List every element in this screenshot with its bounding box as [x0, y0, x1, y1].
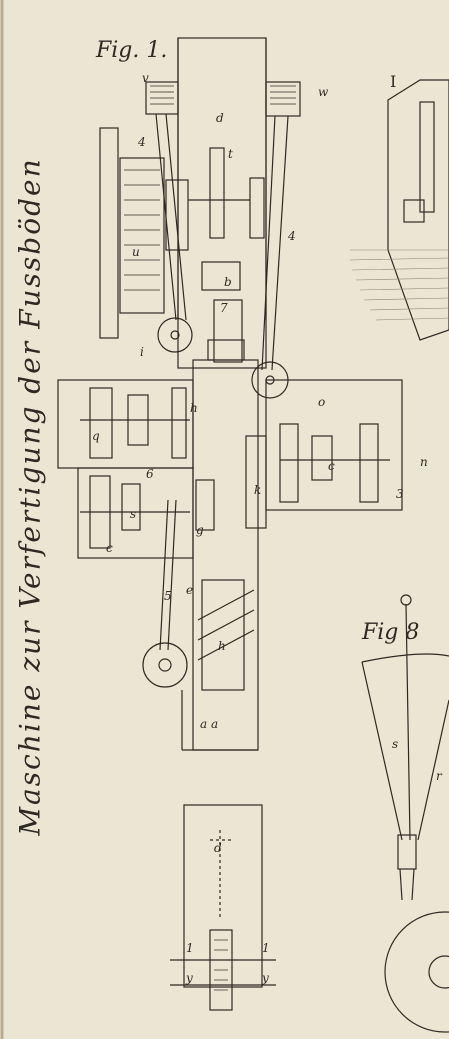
svg-text:k: k [254, 483, 261, 497]
svg-text:s: s [392, 737, 398, 751]
svg-text:w: w [318, 85, 329, 99]
svg-text:6: 6 [146, 467, 154, 481]
svg-text:i: i [140, 345, 144, 359]
svg-text:5: 5 [164, 589, 172, 603]
svg-text:u: u [132, 245, 140, 259]
svg-text:3: 3 [396, 487, 404, 501]
svg-text:c: c [328, 459, 335, 473]
svg-text:c: c [106, 541, 113, 555]
svg-text:7: 7 [220, 301, 228, 315]
svg-text:a a: a a [200, 717, 218, 731]
svg-text:b: b [224, 275, 232, 289]
svg-text:1: 1 [262, 941, 270, 955]
svg-text:d: d [216, 111, 224, 125]
frame-s [77, 467, 194, 559]
bottom-board [183, 804, 263, 988]
svg-text:h: h [218, 639, 226, 653]
svg-text:h: h [190, 401, 198, 415]
figure-i-label: I [390, 72, 397, 91]
svg-text:o: o [318, 395, 325, 409]
svg-text:y: y [185, 971, 193, 985]
svg-text:v: v [142, 71, 149, 85]
svg-text:n: n [420, 455, 428, 469]
svg-text:e: e [186, 583, 193, 597]
figure-1-label: Fig. 1. [96, 38, 168, 63]
svg-text:d: d [214, 841, 222, 855]
svg-text:t: t [228, 147, 233, 161]
shaft-t [209, 147, 225, 239]
svg-text:y: y [261, 971, 269, 985]
svg-text:4: 4 [137, 135, 146, 149]
svg-text:4: 4 [287, 229, 296, 243]
svg-text:r: r [436, 769, 443, 783]
drum-u [119, 157, 165, 314]
plate-title: Maschine zur Verfertigung der Fussböden [13, 157, 47, 836]
fig8-needle [405, 603, 411, 841]
svg-text:q: q [92, 429, 100, 443]
svg-text:1: 1 [186, 941, 194, 955]
roller-w [265, 81, 301, 117]
svg-text:s: s [130, 507, 136, 521]
disc [384, 911, 449, 1033]
figure-8-label: Fig 8 [362, 620, 420, 645]
svg-text:g: g [196, 523, 204, 537]
roller-v [145, 81, 179, 115]
wheel-5 [142, 642, 188, 688]
frame-left [99, 127, 119, 339]
saw-i [157, 317, 193, 353]
